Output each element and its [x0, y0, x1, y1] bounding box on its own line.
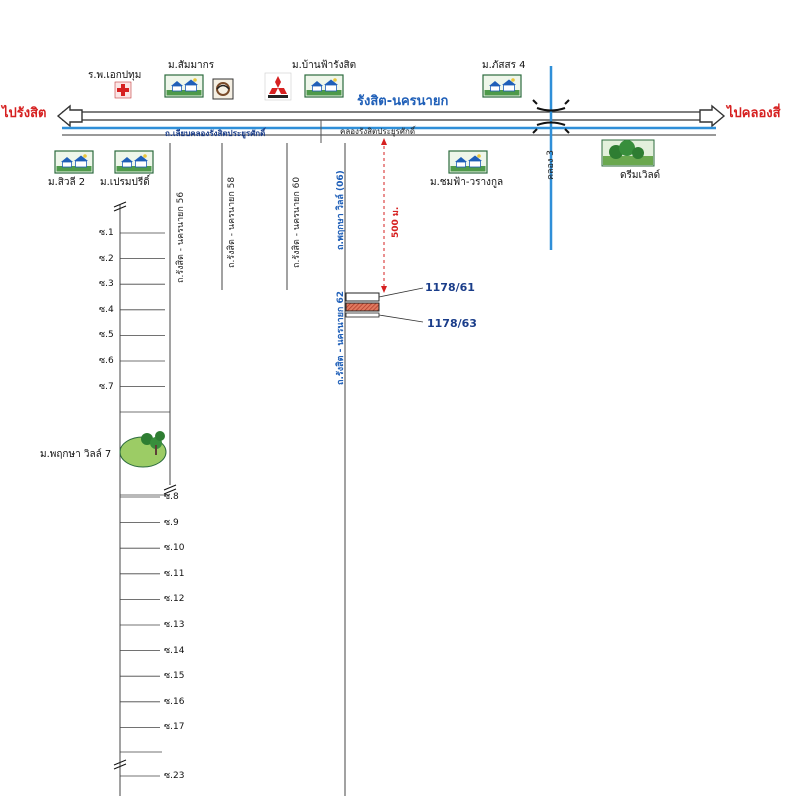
soi-label: ซ.10: [164, 543, 185, 554]
soi-label: ซ.9: [164, 517, 179, 528]
dreamworld-label: ดรีมเวิลด์: [620, 170, 661, 181]
soi-label: ซ.11: [164, 568, 185, 579]
soi-label: ซ.1: [99, 228, 114, 238]
house-icon: [482, 74, 522, 98]
house-icon: [114, 150, 154, 174]
soi-label: ซ.15: [164, 671, 185, 682]
to-klong4-label: ไปคลองสี่: [727, 106, 781, 121]
soi-label: ซ.3: [99, 279, 114, 290]
klong3-label: คลอง 3: [546, 150, 556, 180]
dreamworld-icon: [601, 139, 655, 167]
break-marks: [113, 201, 177, 770]
frontage-road-label: ถ.เลียบคลองรังสิตประยูรศักดิ์: [165, 129, 266, 138]
lower-soi-lines: [120, 496, 162, 777]
distance-label: 500 ม.: [391, 206, 401, 238]
soi-label: ซ.5: [99, 330, 114, 341]
sivalee2-label: ม.สิวลี 2: [48, 177, 86, 188]
soi-label: ซ.14: [164, 645, 185, 656]
soi-62-bottom-label: ถ.รังสิต - นครนายก 62: [336, 290, 346, 385]
soi-label: ซ.12: [164, 594, 185, 605]
upper-soi-lines: [120, 232, 165, 388]
soi-label: ซ.6: [99, 356, 114, 366]
soi-label: ซ.8: [164, 492, 179, 502]
soi-label: ซ.23: [164, 771, 185, 781]
arrow-right-icon: [699, 104, 726, 128]
bridge-icon: [532, 99, 570, 134]
prempree-label: ม.เปรมปรีดิ์: [100, 177, 150, 188]
soi-62-top-label: ถ.พฤกษา วิลล์ (06): [336, 170, 346, 250]
tree-icon: [119, 431, 167, 468]
soi-label: ซ.13: [164, 620, 185, 630]
soi-label: ซ.17: [164, 722, 185, 733]
pruksa7-label: ม.พฤกษา วิลล์ 7: [40, 449, 112, 460]
passorn4-label: ม.ภัสสร 4: [482, 60, 526, 71]
canal-label: คลองรังสิตประยูรศักดิ์: [340, 127, 416, 136]
plot-markers: [345, 287, 424, 323]
house-icon: [448, 150, 488, 174]
soi-58-label: ถ.รังสิต - นครนายก 58: [227, 176, 237, 268]
banfah-label: ม.บ้านฟ้ารังสิต: [292, 60, 357, 71]
hospital-label: ร.พ.เอกปทุม: [88, 70, 142, 81]
plot-1178-61-label: 1178/61: [425, 281, 475, 294]
house-icon: [54, 150, 94, 174]
soi-label: ซ.4: [99, 304, 114, 315]
sammakorn-logo-icon: [212, 78, 234, 100]
soi-label: ซ.16: [164, 696, 185, 707]
soi-56-label: ถ.รังสิต - นครนายก 56: [176, 191, 186, 283]
main-road-label: รังสิต-นครนายก: [357, 94, 449, 109]
to-rangsit-label: ไปรังสิต: [2, 106, 47, 121]
mitsubishi-logo-icon: [264, 72, 292, 101]
chomfah-label: ม.ชมฟ้า-วรางกูล: [430, 177, 504, 188]
main-road: [62, 111, 716, 121]
plot-1178-63-label: 1178/63: [427, 317, 477, 330]
hospital-cross-icon: [114, 81, 132, 99]
house-icon: [304, 74, 344, 98]
house-icon: [164, 74, 204, 98]
soi-label: ซ.2: [99, 253, 114, 264]
arrow-left-icon: [56, 104, 83, 128]
sammakorn-label: ม.สัมมากร: [168, 60, 215, 71]
soi-label: ซ.7: [99, 381, 114, 392]
soi-60-label: ถ.รังสิต - นครนายก 60: [292, 176, 302, 268]
